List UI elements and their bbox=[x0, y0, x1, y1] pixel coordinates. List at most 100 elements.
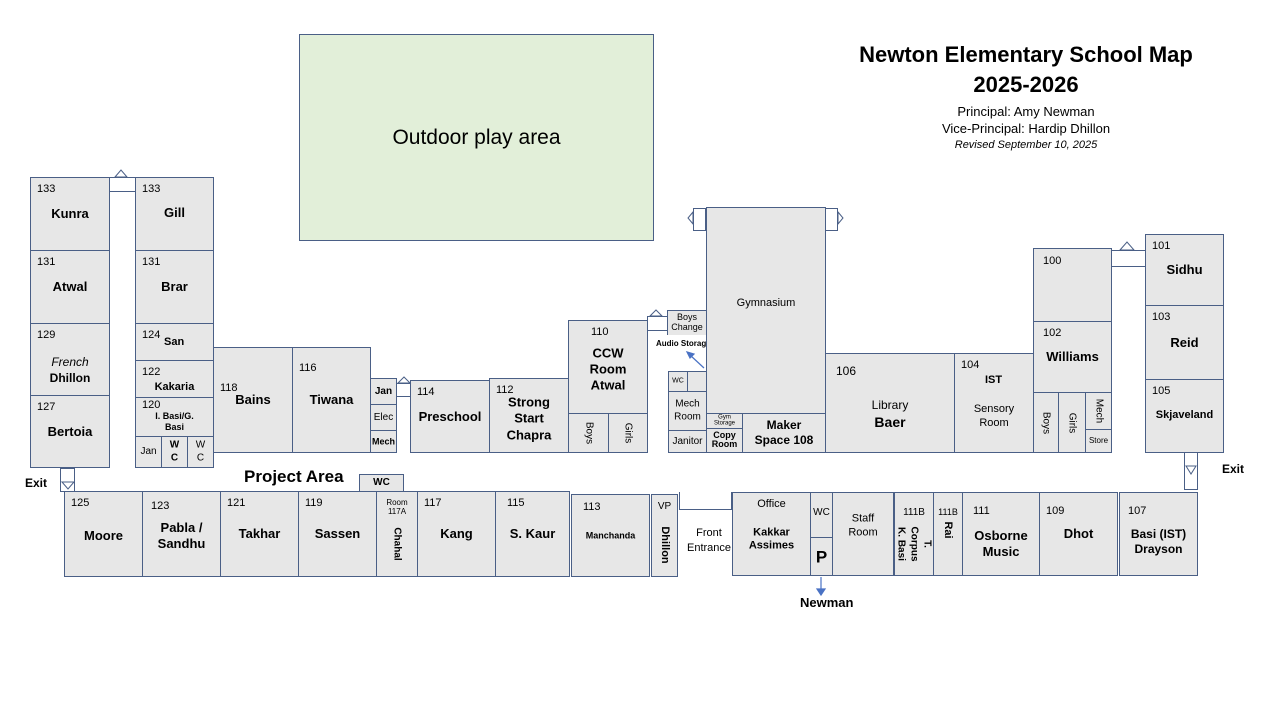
room-name: Boys Change bbox=[671, 312, 703, 332]
vp-office-dhillon[interactable]: VP Dhillon bbox=[651, 494, 678, 577]
room-name: WC bbox=[813, 507, 830, 518]
gymnasium[interactable]: Gymnasium bbox=[706, 207, 826, 414]
mechanical-room-102[interactable]: Mech bbox=[1085, 392, 1112, 430]
front-entrance-label: Front Entrance bbox=[686, 527, 732, 554]
room-name: Kakkar Assimes bbox=[748, 525, 795, 552]
room-number: 122 bbox=[142, 366, 161, 378]
copy-room[interactable]: Copy Room bbox=[706, 428, 743, 453]
room-name: Kang bbox=[440, 525, 473, 541]
room-name: S. Kaur bbox=[509, 525, 556, 541]
room-name: Audio Storage bbox=[656, 339, 711, 348]
room-number: 133 bbox=[37, 183, 56, 195]
room-121-takhar[interactable]: 121 Takhar bbox=[220, 491, 299, 577]
room-number: 121 bbox=[227, 497, 246, 509]
outdoor-play-area[interactable]: Outdoor play area bbox=[299, 34, 654, 241]
room-117a-chahal[interactable]: Room 117A Chahal bbox=[376, 491, 418, 577]
room-name: Brar bbox=[161, 278, 188, 294]
door-marker-icon bbox=[837, 210, 844, 226]
janitor-room-mid[interactable]: Jan bbox=[370, 378, 397, 405]
room-number: 109 bbox=[1046, 505, 1065, 517]
boys-washroom-110[interactable]: Boys bbox=[568, 413, 609, 453]
audio-storage[interactable]: Audio Storage bbox=[654, 335, 711, 371]
exit-label-west: Exit bbox=[25, 476, 48, 490]
room-114-preschool[interactable]: 114 Preschool bbox=[410, 380, 490, 453]
room-name: Gill bbox=[164, 204, 185, 220]
room-109-dhot[interactable]: 109 Dhot bbox=[1039, 492, 1118, 576]
room-number: 101 bbox=[1152, 240, 1171, 252]
room-125-moore[interactable]: 125 Moore bbox=[64, 491, 143, 577]
room-name: Reid bbox=[1170, 334, 1199, 350]
room-name: Sidhu bbox=[1166, 261, 1203, 277]
room-name: Dhillon bbox=[49, 371, 91, 385]
room-124-san[interactable]: 124 San bbox=[135, 323, 214, 361]
room-name: Williams bbox=[1046, 348, 1099, 364]
room-name: Baer bbox=[874, 414, 906, 430]
room-number: 124 bbox=[142, 329, 161, 341]
room-120-basi[interactable]: 120 I. Basi/G. Basi bbox=[135, 397, 214, 437]
room-111-osborne[interactable]: 111 Osborne Music bbox=[962, 492, 1040, 576]
room-102-williams[interactable]: 102 Williams bbox=[1033, 321, 1112, 393]
room-name: WC bbox=[373, 476, 390, 488]
boys-change-room[interactable]: Boys Change bbox=[667, 310, 707, 336]
arrow-head-icon bbox=[685, 351, 696, 360]
room-111b-corpus-basi[interactable]: 111B T. Corpus K. Basi bbox=[894, 492, 934, 576]
room-name: Takhar bbox=[238, 525, 281, 541]
room-112-strong-start[interactable]: 112 Strong Start Chapra bbox=[489, 378, 569, 453]
room-name: Strong Start Chapra bbox=[506, 394, 552, 443]
room-127-bertoia[interactable]: 127 Bertoia bbox=[30, 395, 110, 468]
room-101-sidhu[interactable]: 101 Sidhu bbox=[1145, 234, 1224, 306]
room-116-tiwana[interactable]: 116 Tiwana bbox=[292, 347, 371, 453]
project-area-label: Project Area bbox=[244, 467, 344, 486]
room-113-manchanda[interactable]: 113 Manchanda bbox=[571, 494, 650, 577]
main-office[interactable]: Office Kakkar Assimes bbox=[732, 492, 811, 576]
store-room[interactable]: Store bbox=[1085, 429, 1112, 453]
girls-washroom-110[interactable]: Girls bbox=[608, 413, 648, 453]
washroom-left-1[interactable]: W C bbox=[161, 436, 188, 468]
room-name: Gymnasium bbox=[736, 297, 796, 310]
room-number: 125 bbox=[71, 497, 90, 509]
boys-washroom-102[interactable]: Boys bbox=[1033, 392, 1059, 453]
room-110-ccw[interactable]: 110 CCW Room Atwal bbox=[568, 320, 648, 414]
room-name: Moore bbox=[84, 527, 123, 543]
audio-storage-arrow bbox=[689, 354, 705, 369]
room-131-atwal[interactable]: 131 Atwal bbox=[30, 250, 110, 324]
room-name-plain: Sensory Room bbox=[973, 403, 1015, 430]
maker-space-108[interactable]: Maker Space 108 bbox=[742, 413, 826, 453]
room-106-library[interactable]: 106 Library Baer bbox=[825, 353, 955, 453]
room-number: 100 bbox=[1043, 255, 1062, 267]
room-name: Copy Room bbox=[711, 429, 738, 450]
room-name: Elec bbox=[373, 411, 394, 423]
room-105-skjaveland[interactable]: 105 Skjaveland bbox=[1145, 379, 1224, 453]
vice-principal-label: Vice-Principal: Hardip Dhillon bbox=[941, 121, 1111, 136]
room-107-basi-drayson[interactable]: 107 Basi (IST) Drayson bbox=[1119, 492, 1198, 576]
parking-icon: P bbox=[815, 546, 828, 566]
room-115-s-kaur[interactable]: 115 S. Kaur bbox=[495, 491, 570, 577]
room-name: Kakaria bbox=[154, 381, 195, 393]
room-number: VP bbox=[657, 501, 672, 512]
door-marker-icon bbox=[648, 309, 664, 317]
room-number: 123 bbox=[151, 500, 170, 512]
room-118-bains[interactable]: 118 Bains bbox=[213, 347, 293, 453]
room-133-gill[interactable]: 133 Gill bbox=[135, 177, 214, 251]
room-number: 111B bbox=[938, 507, 958, 517]
room-name: Manchanda bbox=[585, 529, 636, 540]
mechanical-room-mid[interactable]: Mech bbox=[370, 430, 397, 453]
girls-washroom-102[interactable]: Girls bbox=[1058, 392, 1086, 453]
room-129-dhillon[interactable]: 129 French Dhillon bbox=[30, 323, 110, 396]
room-100[interactable]: 100 bbox=[1033, 248, 1112, 322]
electrical-room[interactable]: Elec bbox=[370, 404, 397, 431]
door-marker-icon bbox=[113, 169, 129, 178]
room-123-pabla-sandhu[interactable]: 123 Pabla / Sandhu bbox=[142, 491, 221, 577]
revised-date: Revised September 10, 2025 bbox=[954, 139, 1098, 151]
janitor-room-gym[interactable]: Janitor bbox=[668, 430, 707, 453]
room-111b-rai[interactable]: 111B Rai bbox=[933, 492, 963, 576]
room-133-kunra[interactable]: 133 Kunra bbox=[30, 177, 110, 251]
room-name: Skjaveland bbox=[1155, 409, 1214, 422]
room-117-kang[interactable]: 117 Kang bbox=[417, 491, 496, 577]
room-name: IST bbox=[985, 374, 1003, 386]
room-104-sensory[interactable]: 104 IST Sensory Room bbox=[954, 353, 1034, 453]
room-name: Kunra bbox=[51, 205, 89, 221]
room-number: 115 bbox=[507, 497, 525, 509]
staff-room[interactable]: Staff Room bbox=[832, 492, 894, 576]
